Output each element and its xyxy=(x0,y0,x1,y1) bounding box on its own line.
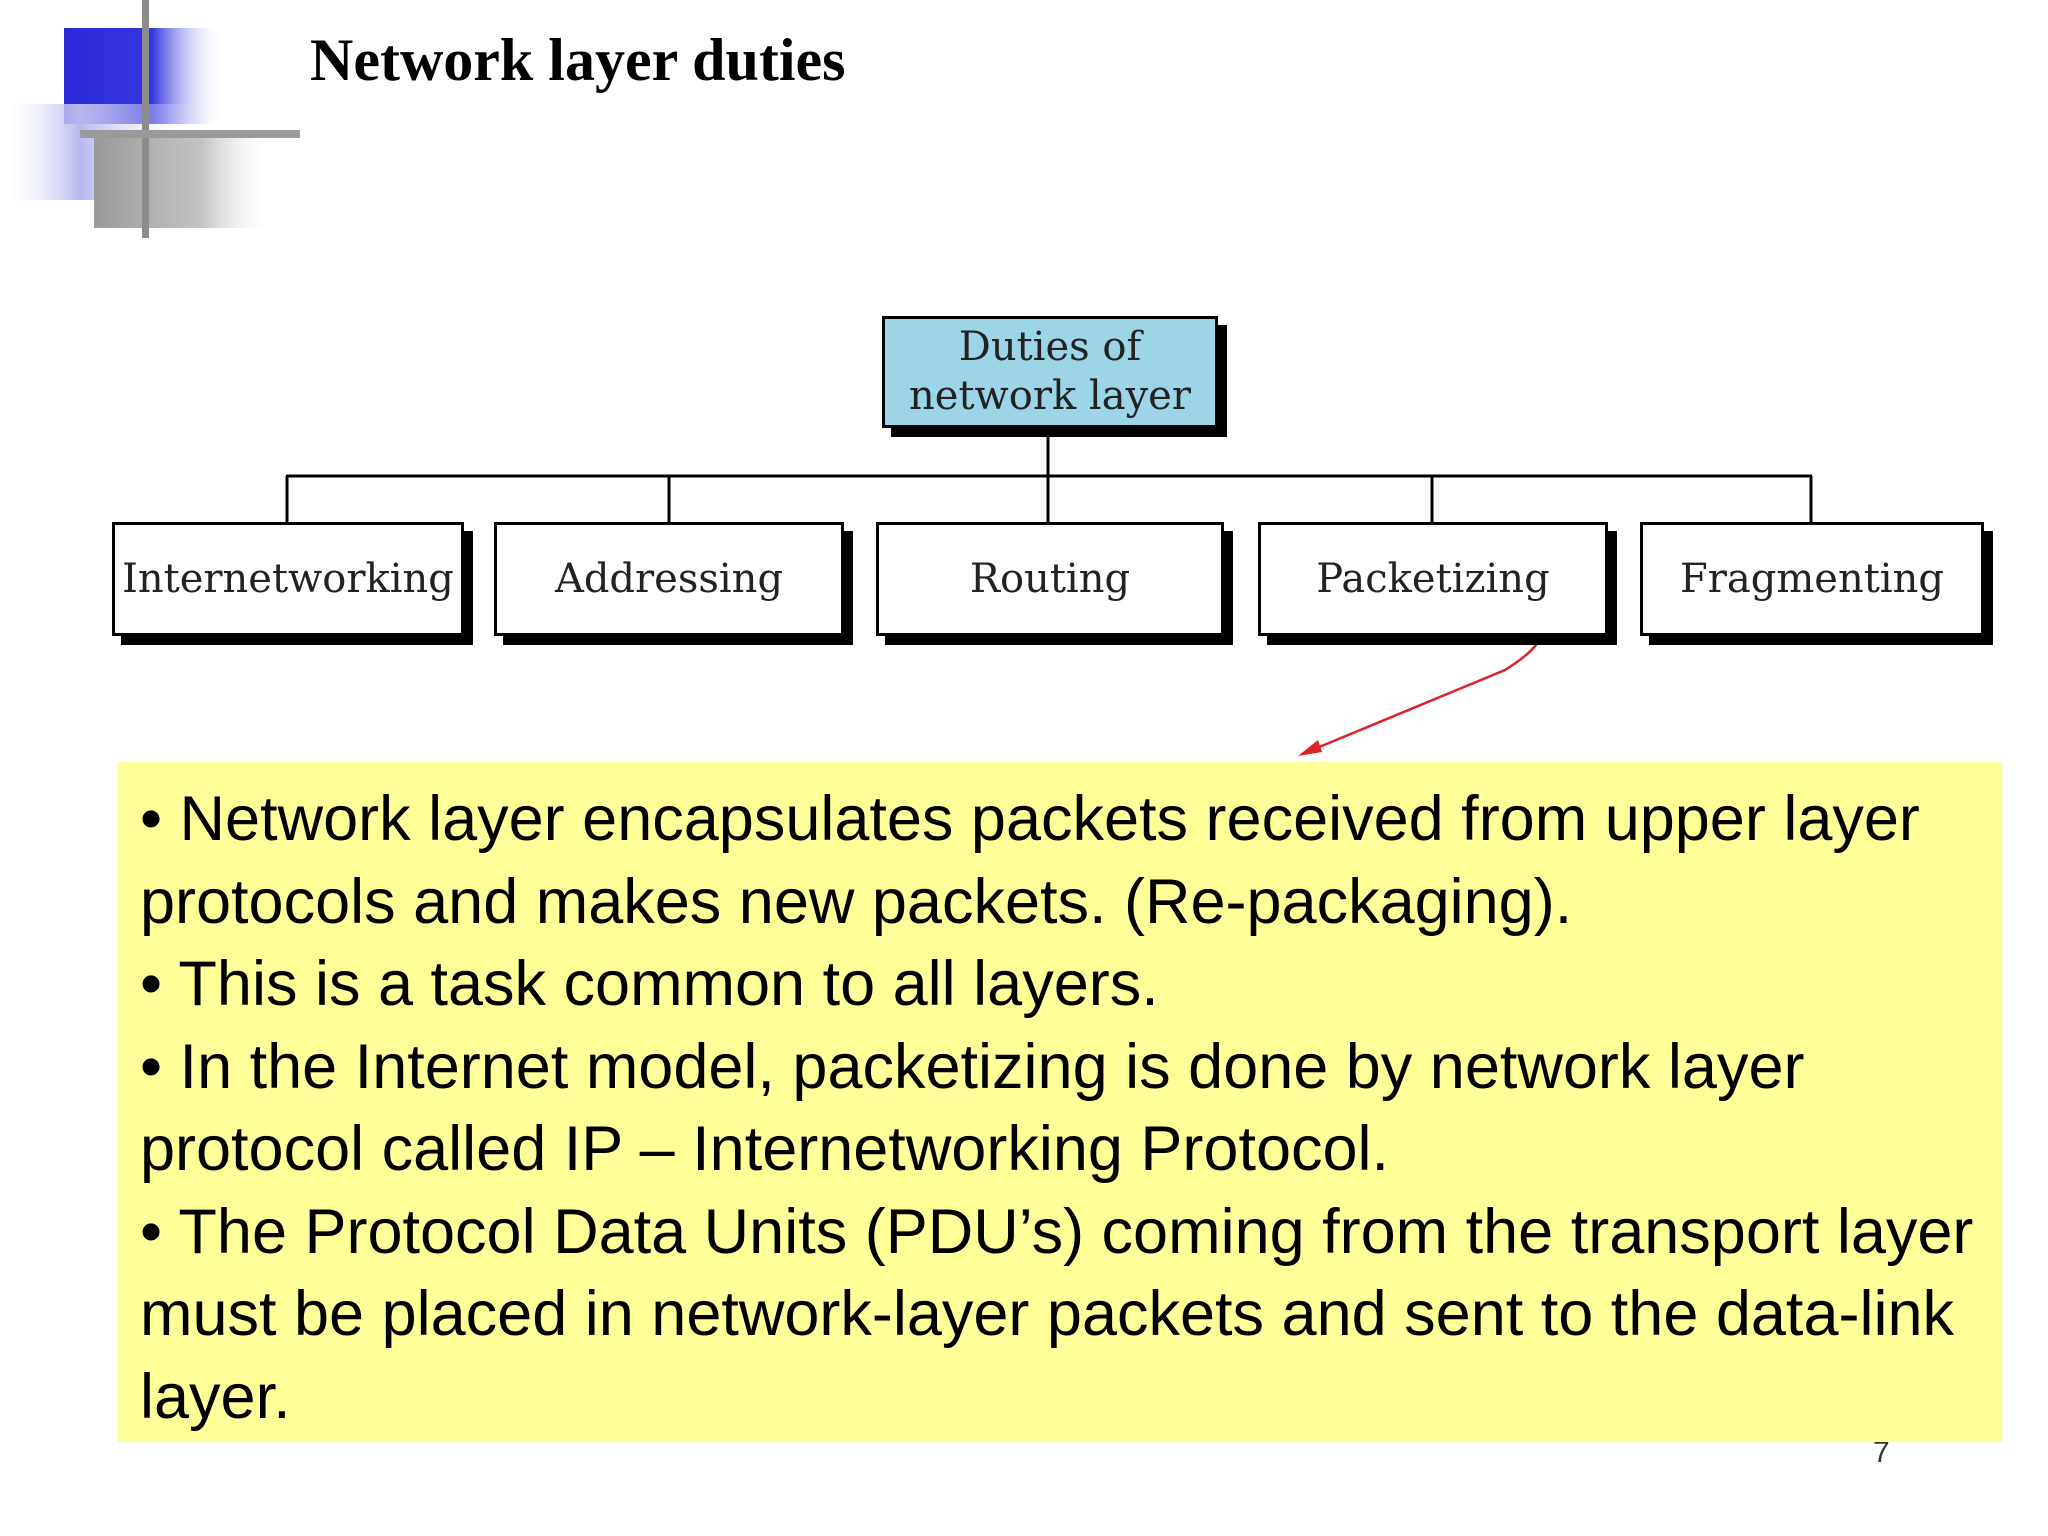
duty-box-internetworking: Internetworking xyxy=(112,522,464,636)
info-bullet: • In the Internet model, packetizing is … xyxy=(140,1031,1805,1185)
corner-decoration xyxy=(0,0,320,240)
arrowhead-icon xyxy=(1298,740,1322,756)
packetizing-info-box: • Network layer encapsulates packets rec… xyxy=(118,762,2002,1442)
duty-box-addressing: Addressing xyxy=(494,522,844,636)
info-bullet: • This is a task common to all layers. xyxy=(140,949,1159,1019)
duty-label: Routing xyxy=(969,555,1131,602)
duty-label: Fragmenting xyxy=(1680,555,1944,602)
info-bullet: • The Protocol Data Units (PDU’s) coming… xyxy=(140,1196,1974,1432)
slide-title: Network layer duties xyxy=(310,27,846,93)
duty-label: Addressing xyxy=(554,555,784,602)
root-duty-box: Duties of network layer xyxy=(882,316,1218,428)
root-label-line1: Duties of xyxy=(958,324,1142,371)
duty-label: Packetizing xyxy=(1316,555,1550,602)
corner-decoration-graphic xyxy=(0,0,300,238)
info-bullet: • Network layer encapsulates packets rec… xyxy=(140,784,1920,937)
duty-box-packetizing: Packetizing xyxy=(1258,522,1608,636)
page-number: 7 xyxy=(1873,1436,1890,1469)
root-label-line2: network layer xyxy=(909,373,1191,419)
duty-box-routing: Routing xyxy=(876,522,1224,636)
duty-box-fragmenting: Fragmenting xyxy=(1640,522,1984,636)
duty-label: Internetworking xyxy=(122,555,454,602)
